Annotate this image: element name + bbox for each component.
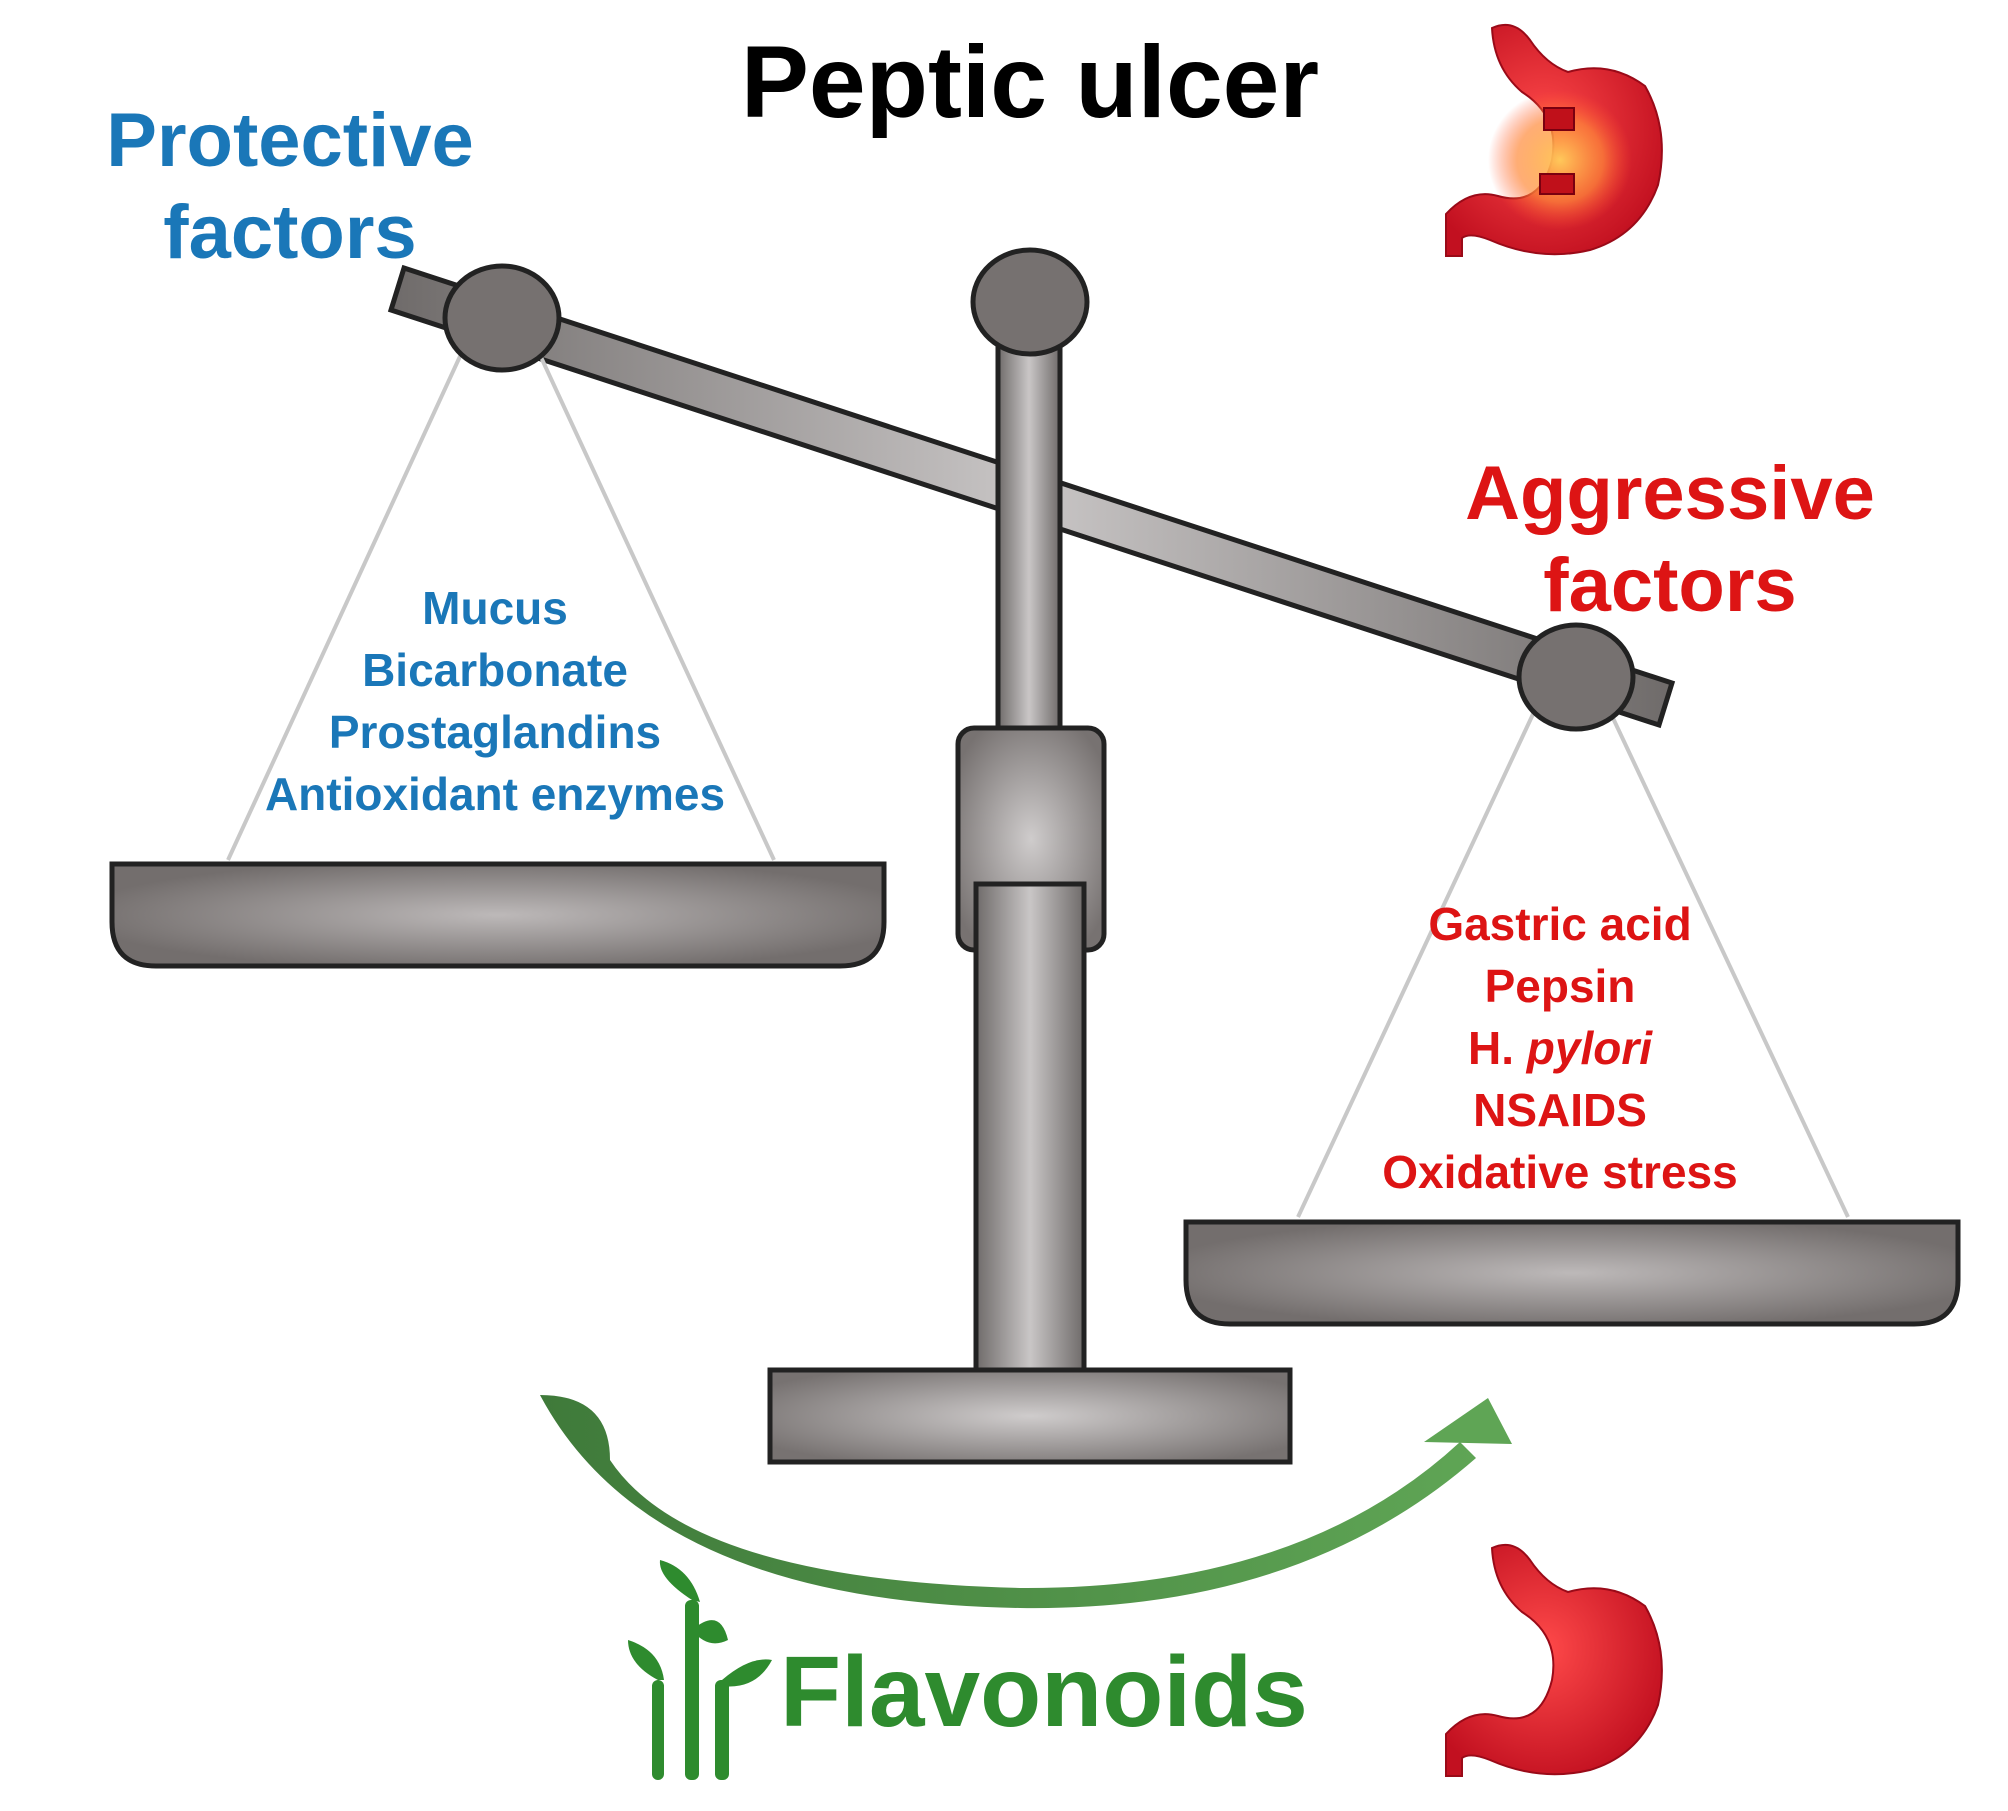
scale-base [767, 1367, 1293, 1465]
left-pan [109, 861, 887, 969]
pan-strings [226, 351, 1850, 1218]
protective-factors-heading: Protective factors [40, 95, 540, 279]
aggressive-item-text: Pepsin [1484, 960, 1636, 1012]
aggressive-item-text: NSAIDS [1473, 1084, 1647, 1136]
healthy-stomach-icon [1445, 1544, 1663, 1777]
protective-item: Prostaglandins [328, 706, 662, 758]
aggressive-item: NSAIDS [1310, 1079, 1810, 1141]
aggressive-item: Gastric acid [1310, 893, 1810, 955]
right-pan [1183, 1219, 1961, 1327]
aggressive-item-italic: pylori [1526, 1022, 1653, 1074]
protective-item: Antioxidant enzymes [264, 768, 726, 820]
aggressive-item: Oxidative stress [1310, 1141, 1810, 1203]
diagram-title: Peptic ulcer [740, 25, 1320, 139]
aggressive-heading-line1: Aggressive [1465, 451, 1875, 536]
protective-heading-line2: factors [163, 190, 417, 275]
protective-heading-line1: Protective [106, 98, 474, 183]
aggressive-item-text: H. [1467, 1022, 1527, 1074]
aggressive-item-text: Gastric acid [1428, 898, 1692, 950]
protective-item: Mucus [422, 582, 568, 634]
protective-item: Bicarbonate [362, 644, 628, 696]
right-pivot-knob [1516, 622, 1636, 732]
aggressive-factors-heading: Aggressive factors [1410, 448, 1930, 632]
aggressive-factors-list: Gastric acid Pepsin H. pylori NSAIDS Oxi… [1310, 893, 1810, 1203]
flavonoids-label: Flavonoids [780, 1636, 1308, 1748]
column-lower [973, 881, 1087, 1374]
aggressive-item: H. pylori [1310, 1017, 1810, 1079]
curved-arrow [540, 1395, 1512, 1609]
aggressive-item: Pepsin [1310, 955, 1810, 1017]
column-upper [995, 327, 1063, 753]
sprout-icon [628, 1560, 772, 1780]
aggressive-heading-line2: factors [1543, 543, 1797, 628]
aggressive-item-text: Oxidative stress [1382, 1146, 1738, 1198]
left-pivot-knob [442, 263, 562, 373]
protective-factors-list: Mucus Bicarbonate Prostaglandins Antioxi… [200, 577, 790, 825]
inflamed-stomach-icon [1445, 24, 1663, 257]
column-top-knob [970, 247, 1090, 357]
